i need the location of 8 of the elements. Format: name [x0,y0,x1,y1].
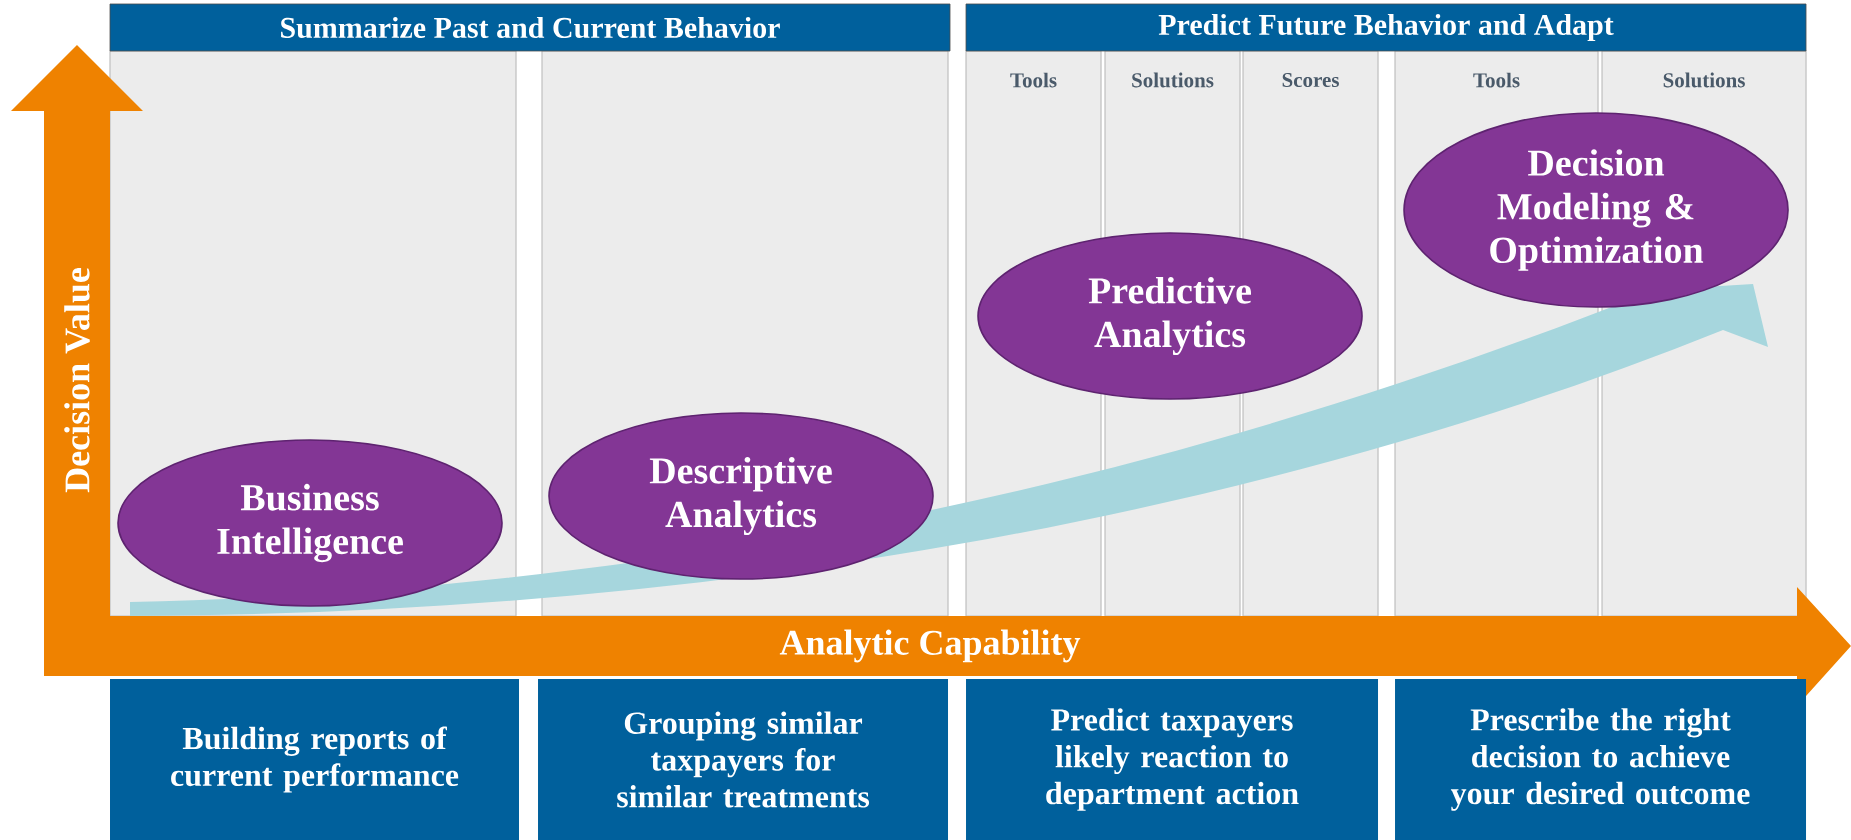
description-box: Predict taxpayers likely reaction to department action [966,679,1378,840]
description-box: Grouping similar taxpayers for similar treatments [538,679,948,840]
description-box: Building reports of current performance [110,679,519,840]
axis-label: Decision Value [64,268,90,493]
header-bar: Summarize Past and Current Behavior [109,3,951,52]
axis-label: Analytic Capability [779,629,1081,663]
header-bar: Predict Future Behavior and Adapt [965,3,1807,52]
description-box: Prescribe the right decision to achieve your desired outcome [1395,679,1806,840]
